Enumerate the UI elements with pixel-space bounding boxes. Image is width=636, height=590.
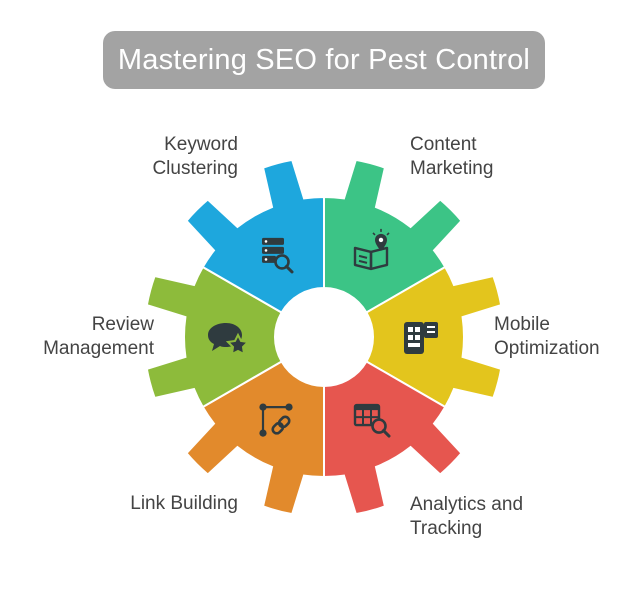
gear-segment-keyword-clustering [185, 158, 325, 314]
gear-segment-analytics-tracking [323, 360, 463, 516]
label-keyword-clustering: Keyword Clustering [152, 134, 238, 179]
gear-segment-content-marketing [323, 158, 463, 314]
label-mobile-optimization: Mobile Optimization [494, 314, 600, 359]
book-map-pin-icon [353, 228, 390, 271]
label-link-building: Link Building [130, 493, 238, 514]
server-search-icon [262, 237, 294, 274]
title-banner: Mastering SEO for Pest Control [103, 31, 545, 89]
page-title: Mastering SEO for Pest Control [117, 43, 531, 76]
table-search-icon [353, 403, 391, 438]
chat-star-icon [208, 323, 251, 356]
chain-link-icon [259, 403, 293, 437]
gear-segment-link-building [185, 360, 325, 516]
label-content-marketing: Content Marketing [410, 134, 494, 179]
label-analytics-tracking: Analytics and Tracking [410, 494, 524, 539]
gear-center-hole [275, 288, 373, 386]
mobile-layout-icon [404, 322, 438, 354]
label-review-management: Review Management [43, 314, 154, 359]
